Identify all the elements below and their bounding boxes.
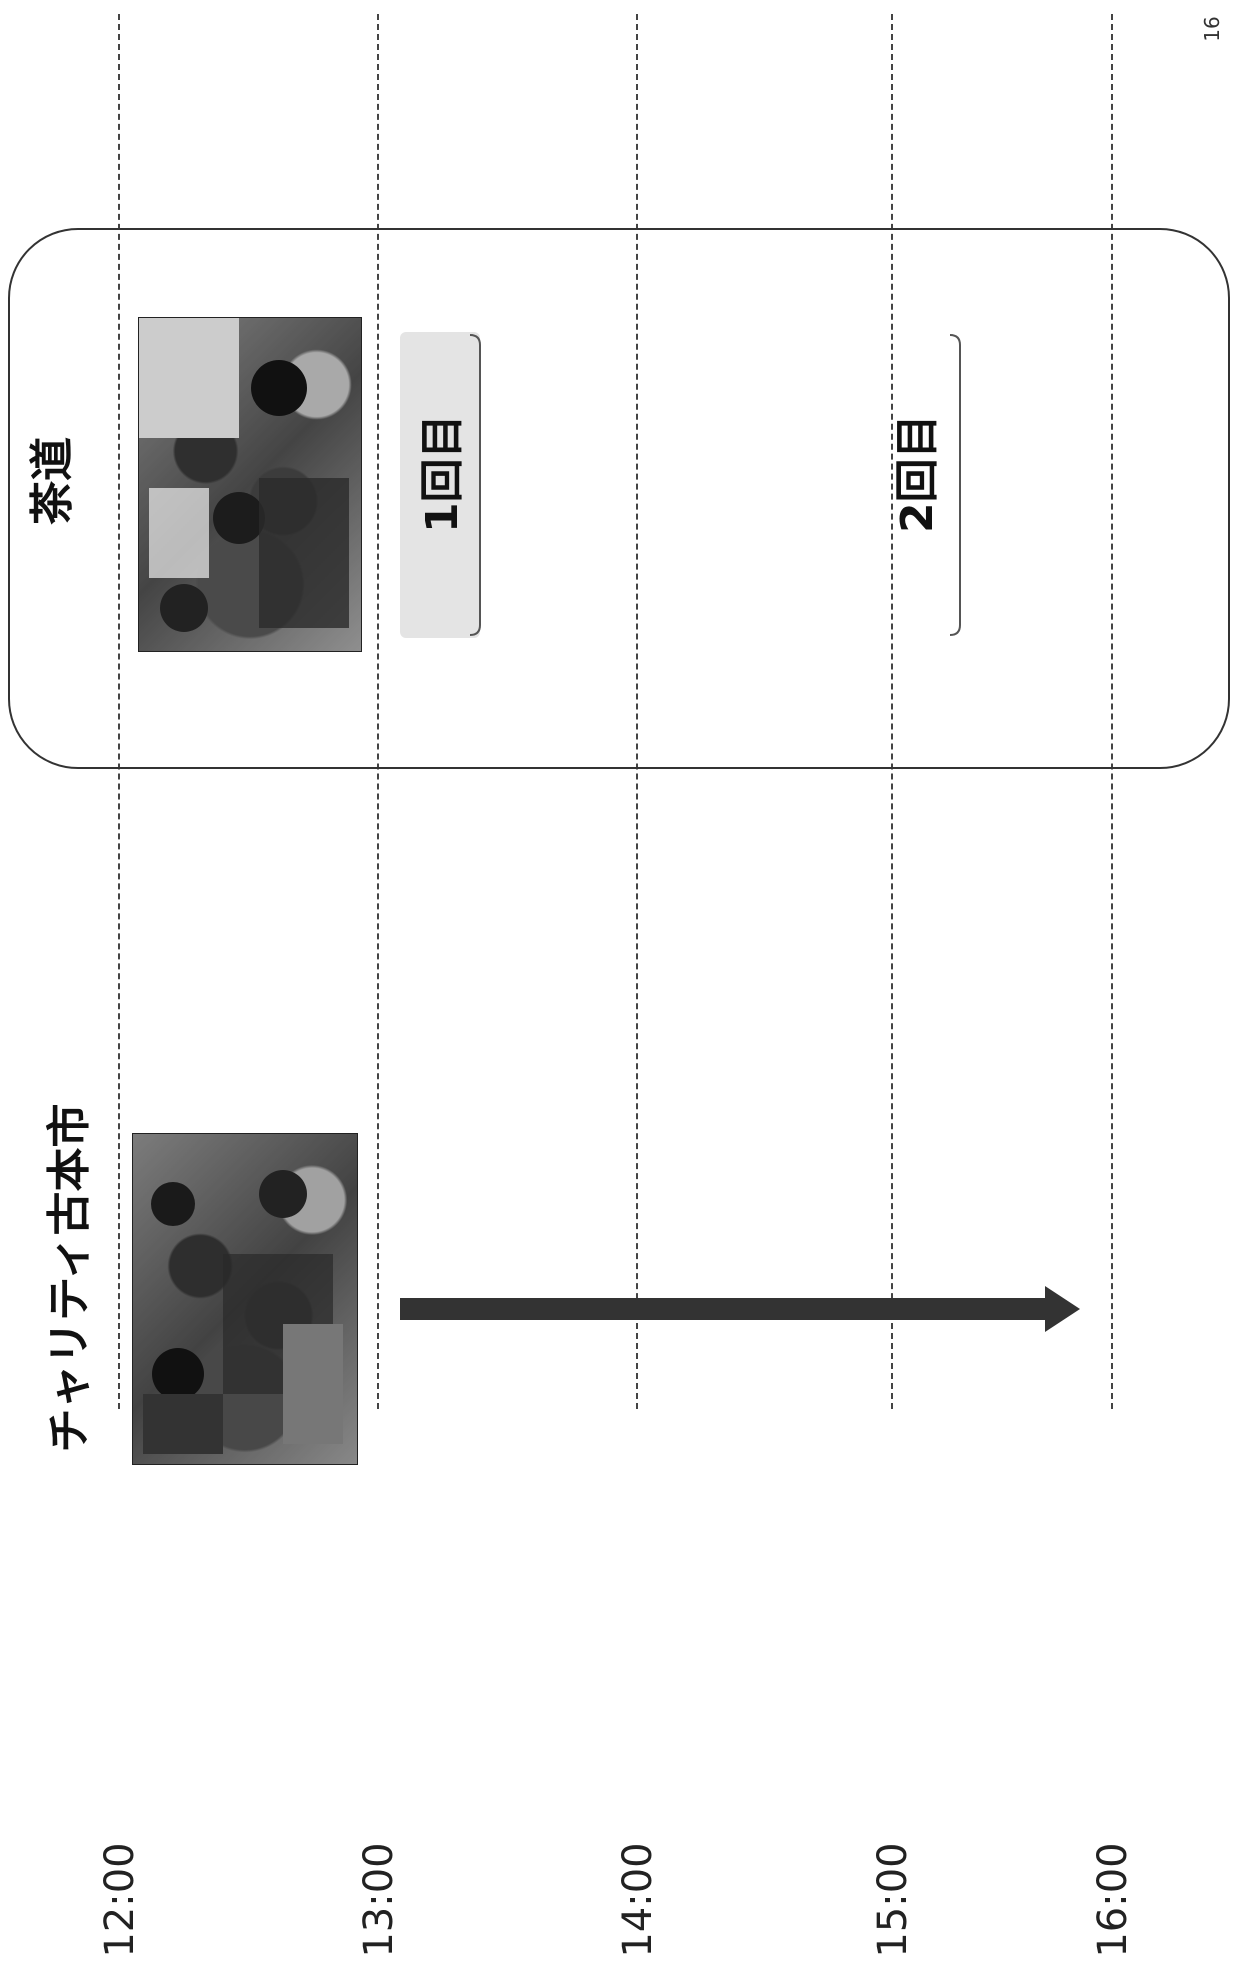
session-1-bracket — [400, 332, 481, 638]
grid-line-14 — [636, 14, 638, 1409]
charity-title: チャリティ古本市 — [44, 1103, 95, 1453]
grid-line-15 — [891, 14, 893, 1409]
time-label-12: 12:00 — [97, 1842, 143, 1958]
tea-ceremony-box — [8, 228, 1230, 769]
charity-photo — [132, 1133, 358, 1465]
time-label-15: 15:00 — [870, 1842, 916, 1958]
time-label-16: 16:00 — [1090, 1842, 1136, 1958]
session-1-label: 1回目 — [417, 414, 468, 533]
time-label-13: 13:00 — [356, 1842, 402, 1958]
grid-line-12 — [118, 14, 120, 1409]
page-number: 16 — [1200, 16, 1224, 42]
session-2-bracket — [949, 334, 961, 636]
session-2-label: 2回目 — [892, 414, 943, 533]
duration-arrow — [400, 1286, 1080, 1332]
tea-title: 茶道 — [27, 437, 78, 525]
grid-line-16 — [1111, 14, 1113, 1409]
grid-line-13 — [377, 14, 379, 1409]
tea-photo — [138, 317, 362, 652]
time-label-14: 14:00 — [615, 1842, 661, 1958]
